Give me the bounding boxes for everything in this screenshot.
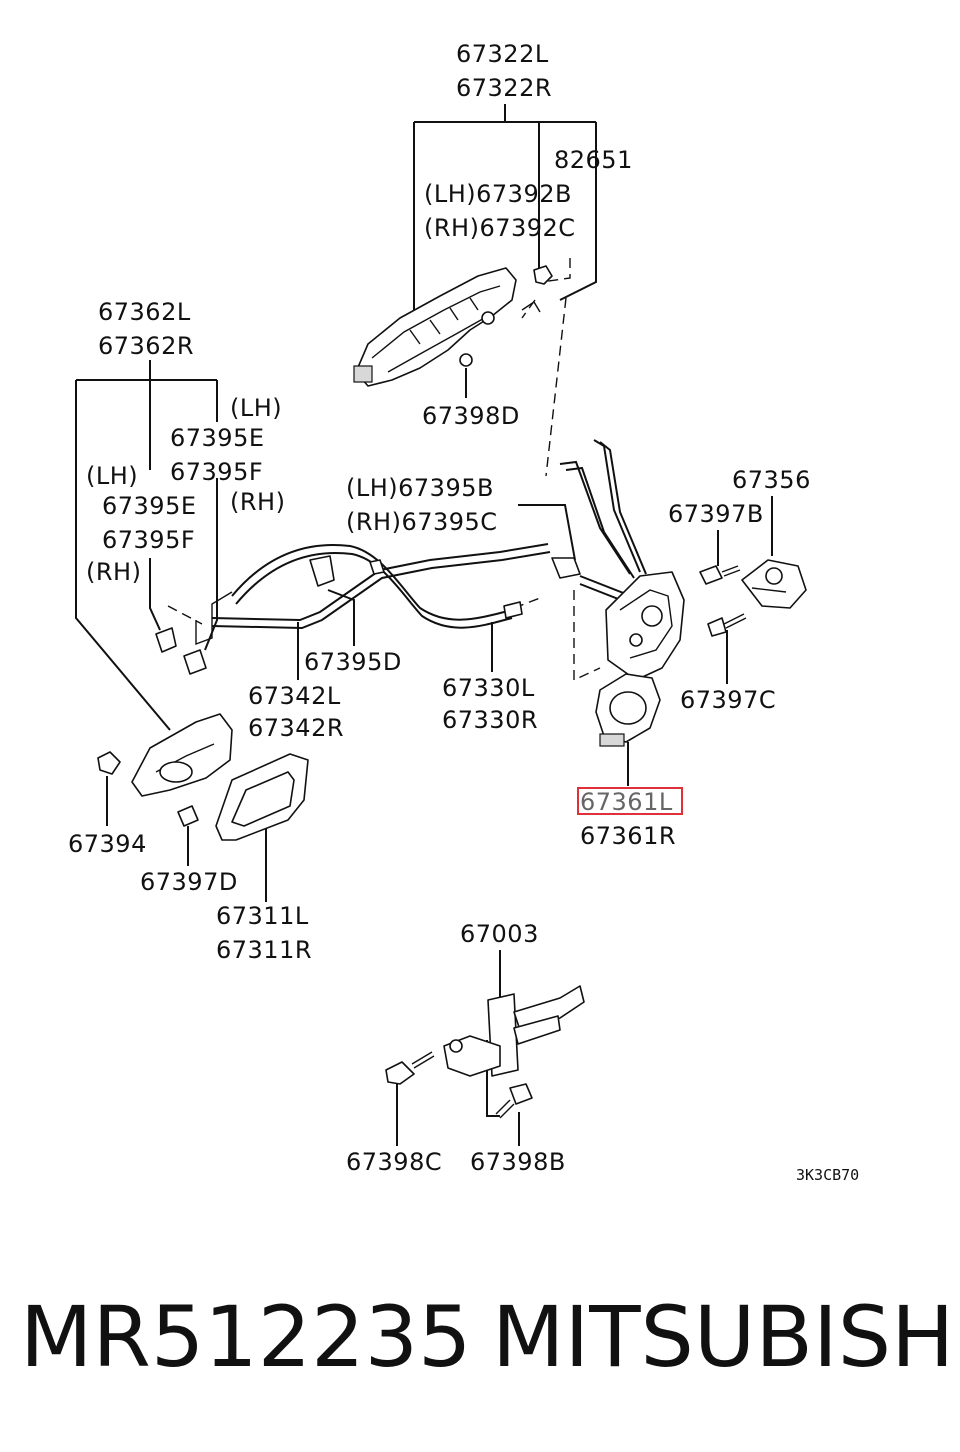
callout-labels: 67322L 67322R 82651 (LH)67392B (RH)67392… (68, 40, 859, 1184)
callout-67342L: 67342L (248, 682, 341, 710)
callout-67395F-top-rh: (RH) (230, 488, 285, 516)
door-latch-drawing (595, 571, 685, 747)
callout-67398C: 67398C (346, 1148, 442, 1176)
striker-drawing (699, 559, 807, 637)
callout-67356: 67356 (732, 466, 811, 494)
callout-67330R: 67330R (442, 706, 538, 734)
callout-67392C: (RH)67392C (424, 214, 576, 242)
part-number: MR512235 (20, 1288, 472, 1386)
cables-drawing (155, 439, 647, 675)
diagram-code: 3K3CB70 (796, 1166, 859, 1184)
outside-handle-drawing (353, 265, 553, 387)
door-check-drawing (385, 985, 585, 1119)
dashed-guides (167, 258, 601, 682)
brand-name: MITSUBISHI (492, 1288, 960, 1386)
callout-67330L: 67330L (442, 674, 535, 702)
callout-67392B: (LH)67392B (424, 180, 572, 208)
callout-67395F-left-rh: (RH) (86, 558, 141, 586)
callout-67361L: 67361L (580, 788, 673, 816)
callout-67394: 67394 (68, 830, 147, 858)
callout-67362R: 67362R (98, 332, 194, 360)
callout-67397D: 67397D (140, 868, 238, 896)
callout-67311L: 67311L (216, 902, 309, 930)
callout-82651: 82651 (554, 146, 633, 174)
inside-handle-drawing (97, 713, 309, 841)
callout-67397C: 67397C (680, 686, 776, 714)
callout-67395D: 67395D (304, 648, 402, 676)
footer: MR512235 MITSUBISHI (20, 1288, 960, 1386)
callout-67322R: 67322R (456, 74, 552, 102)
callout-67395C: (RH)67395C (346, 508, 498, 536)
callout-67395F-top: 67395F (170, 458, 263, 486)
callout-67398B: 67398B (470, 1148, 566, 1176)
leader-lines (75, 104, 773, 1146)
callout-67395B: (LH)67395B (346, 474, 494, 502)
callout-67398D: 67398D (422, 402, 520, 430)
callout-67395E-left-lh: (LH) (86, 462, 138, 490)
callout-67395F-left: 67395F (102, 526, 195, 554)
callout-67003: 67003 (460, 920, 539, 948)
callout-67322L: 67322L (456, 40, 549, 68)
callout-67395E-top: 67395E (170, 424, 265, 452)
callout-67395E-left: 67395E (102, 492, 197, 520)
callout-67311R: 67311R (216, 936, 312, 964)
highlight-box (577, 787, 683, 815)
callout-67362L: 67362L (98, 298, 191, 326)
callout-67395E-top-lh: (LH) (230, 394, 282, 422)
callout-67342R: 67342R (248, 714, 344, 742)
callout-67361R: 67361R (580, 822, 676, 850)
callout-67397B: 67397B (668, 500, 764, 528)
